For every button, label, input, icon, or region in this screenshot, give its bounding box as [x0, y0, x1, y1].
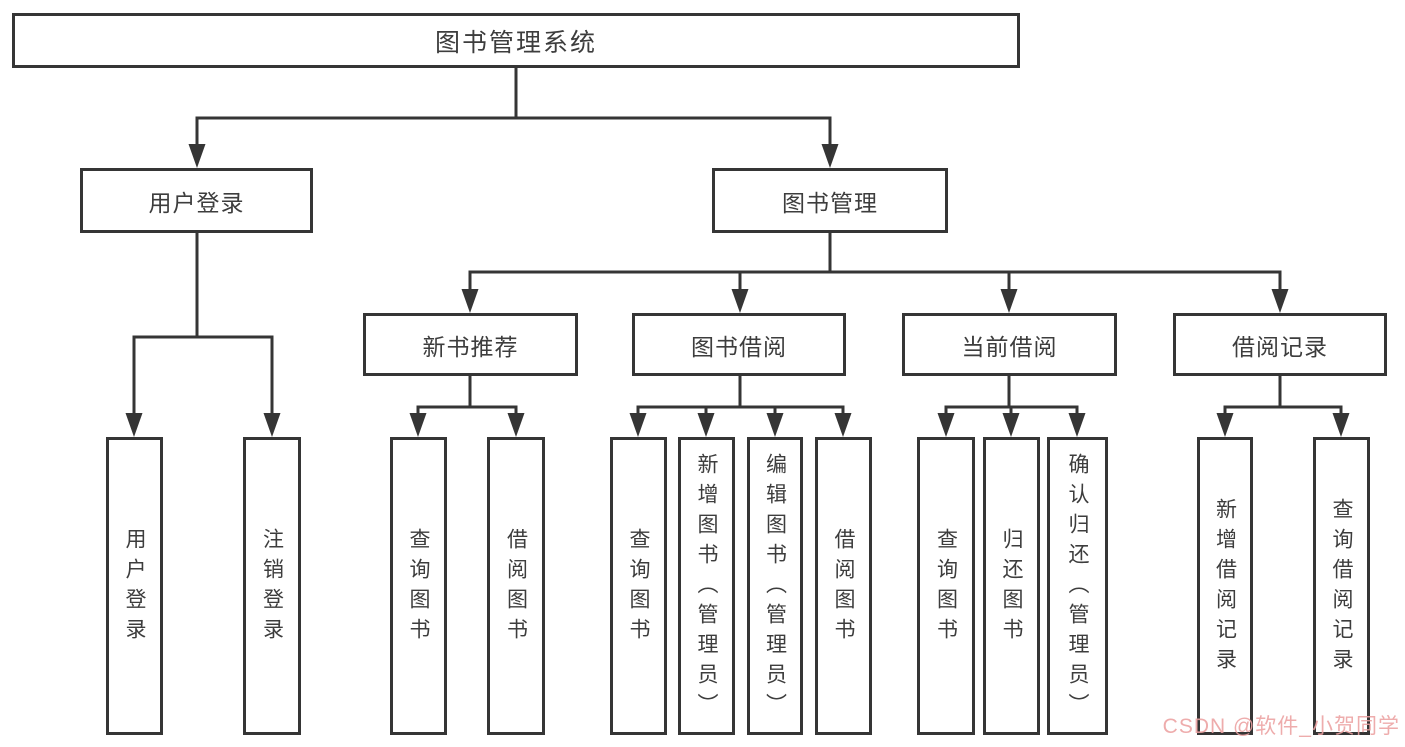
- node-leaf-query-borrow-record: 查询借阅记录: [1313, 437, 1370, 735]
- node-leaf-add-borrow-record: 新增借阅记录: [1197, 437, 1253, 735]
- connector-root-to-level2: [188, 66, 839, 168]
- node-library-management-system: 图书管理系统: [12, 13, 1020, 68]
- node-leaf-return-book: 归还图书: [983, 437, 1040, 735]
- node-leaf-add-book-admin: 新增图书（管理员）: [678, 437, 735, 735]
- node-leaf-edit-book-admin: 编辑图书（管理员）: [747, 437, 803, 735]
- node-leaf-query-book-3: 查询图书: [917, 437, 975, 735]
- connector-new-book-children: [409, 374, 525, 437]
- node-leaf-query-book-2: 查询图书: [610, 437, 667, 735]
- node-leaf-logout: 注销登录: [243, 437, 301, 735]
- connector-user-login-children: [125, 231, 281, 437]
- node-user-login-group: 用户登录: [80, 168, 313, 233]
- connector-book-borrow-children: [629, 374, 852, 437]
- connector-borrow-record-children: [1216, 374, 1350, 437]
- node-borrow-record: 借阅记录: [1173, 313, 1387, 376]
- node-book-borrow: 图书借阅: [632, 313, 846, 376]
- node-leaf-query-book-1: 查询图书: [390, 437, 447, 735]
- node-leaf-borrow-book-1: 借阅图书: [487, 437, 545, 735]
- node-book-management-group: 图书管理: [712, 168, 948, 233]
- node-leaf-borrow-book-2: 借阅图书: [815, 437, 872, 735]
- watermark: CSDN @软件_小贺同学: [1162, 715, 1400, 738]
- node-leaf-confirm-return-admin: 确认归还（管理员）: [1047, 437, 1108, 735]
- node-leaf-user-login: 用户登录: [106, 437, 163, 735]
- connector-current-borrow-children: [937, 374, 1086, 437]
- node-new-book-recommend: 新书推荐: [363, 313, 578, 376]
- connector-book-management-children: [461, 231, 1289, 313]
- node-current-borrow: 当前借阅: [902, 313, 1117, 376]
